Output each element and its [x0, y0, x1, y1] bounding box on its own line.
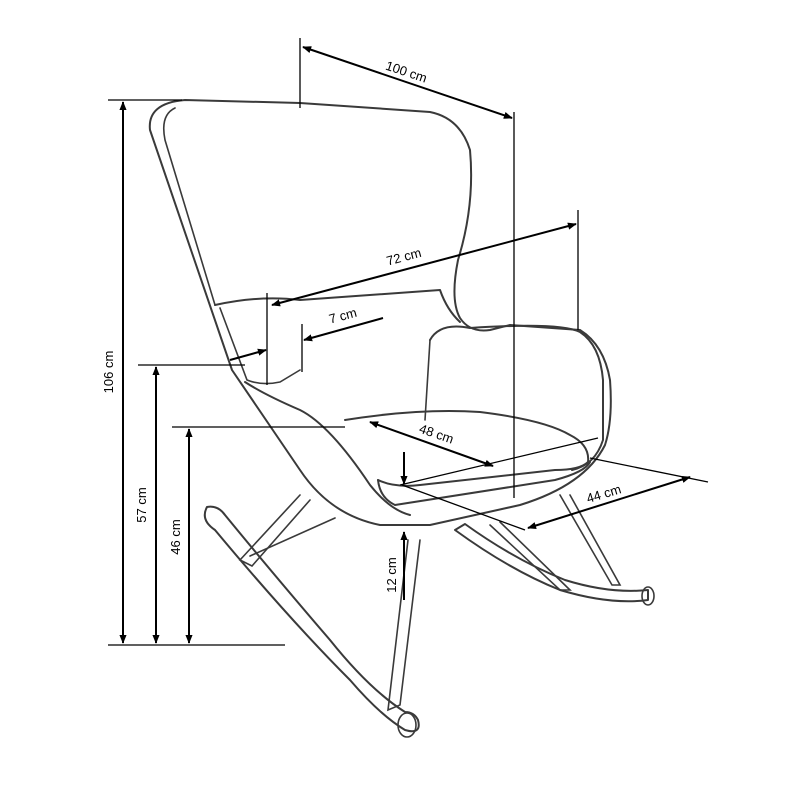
label-seat-height: 46 cm: [168, 519, 183, 554]
backrest-outline: [148, 99, 612, 526]
label-cushion: 12 cm: [384, 557, 399, 592]
rocker-left-end: [397, 712, 417, 738]
dim-7-arrow-right: [303, 317, 384, 342]
dim-48-arrow: [369, 421, 494, 467]
backrest-inner-line: [162, 107, 216, 306]
seat-front: [244, 381, 411, 516]
dim-7-arrow-left: [229, 348, 267, 361]
dim-72-arrow: [271, 222, 577, 307]
armrest-inner: [424, 339, 431, 421]
dim-44-arrow: [527, 475, 691, 530]
right-armrest: [429, 324, 604, 471]
leg-right-front: [489, 521, 572, 591]
cushion-front: [377, 461, 591, 506]
leg-crossbar: [249, 517, 336, 557]
label-armrest: 7 cm: [327, 305, 358, 327]
label-arm-height: 57 cm: [134, 487, 149, 522]
rocker-left: [203, 505, 420, 733]
dimension-labels: 100 cm 72 cm 7 cm 48 cm 44 cm 106 cm 57 …: [101, 58, 623, 593]
rocking-chair-drawing: [148, 99, 655, 738]
leg-left-front: [238, 494, 311, 567]
label-seat-width: 44 cm: [585, 481, 623, 506]
dimension-arrows: [119, 46, 691, 644]
rocker-right-end: [641, 586, 655, 606]
label-seat-depth: 48 cm: [417, 421, 455, 447]
rocker-right: [454, 523, 649, 603]
extension-lines: [108, 38, 709, 646]
dim-100-arrow: [302, 46, 513, 119]
seat-cushion: [344, 410, 590, 487]
leg-right-back: [559, 494, 622, 586]
label-width-back: 72 cm: [385, 245, 423, 269]
label-height-total: 106 cm: [101, 351, 116, 394]
wing-fold: [219, 307, 301, 385]
leg-center: [387, 539, 421, 712]
